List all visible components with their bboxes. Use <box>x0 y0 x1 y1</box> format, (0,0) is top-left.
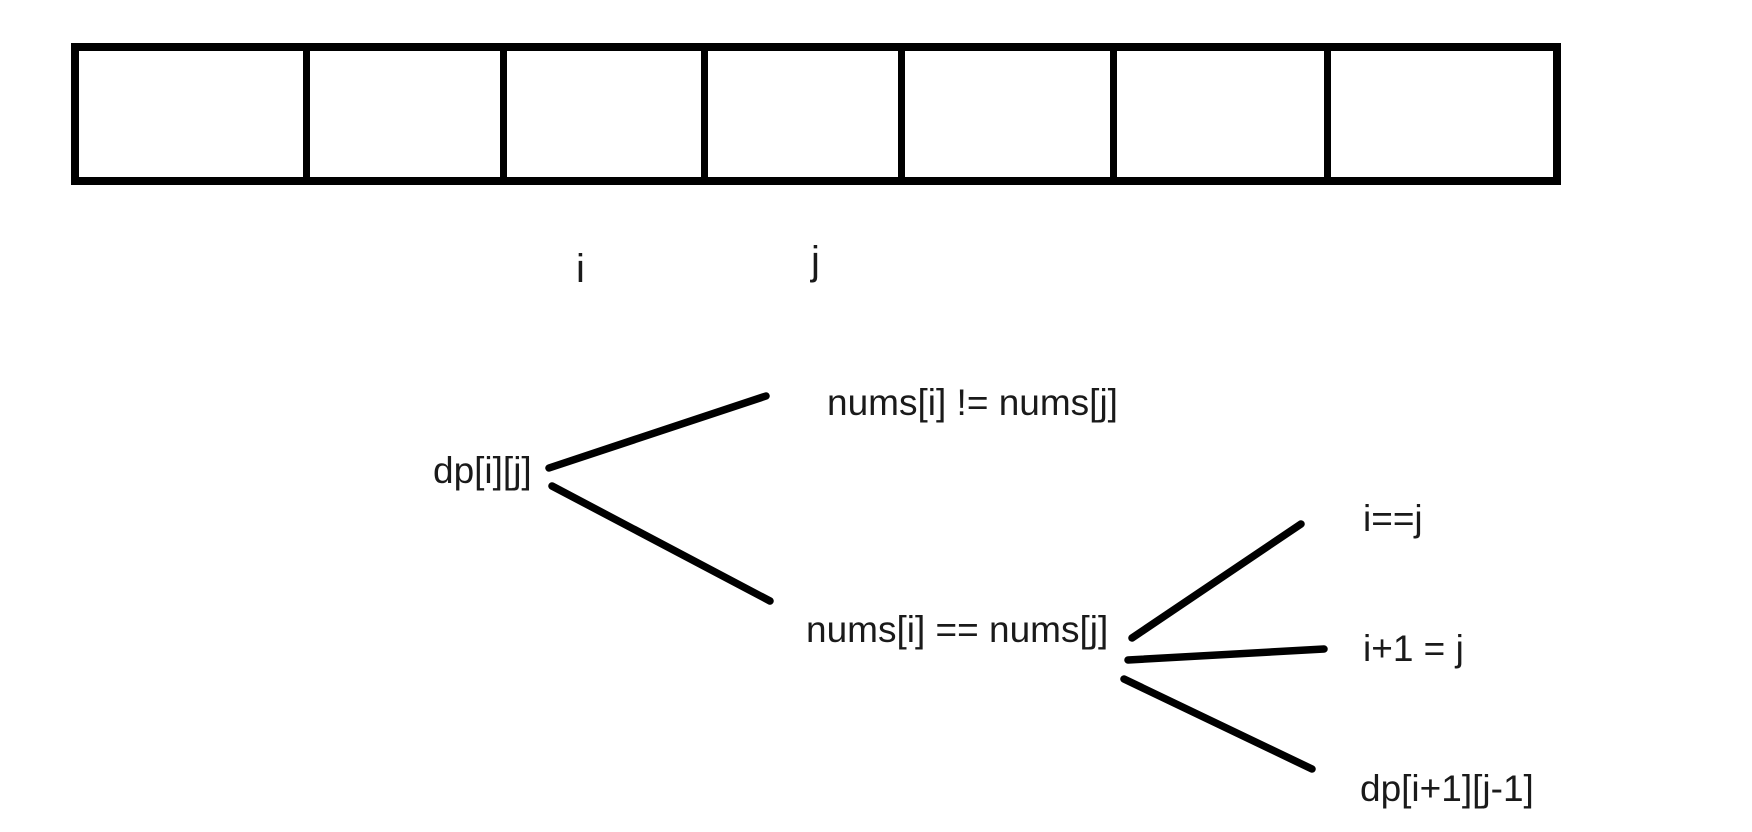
array-cell <box>310 51 508 177</box>
array-cell <box>1330 51 1553 177</box>
branch-line-root-to-neq <box>545 392 770 472</box>
index-label-i: i <box>576 247 585 291</box>
array-cell <box>707 51 906 177</box>
tree-leaf-dp-subproblem-label: dp[i+1][j-1] <box>1360 768 1534 809</box>
branch-line-eq-to-dp2 <box>1120 675 1316 773</box>
tree-root-label: dp[i][j] <box>433 450 532 491</box>
array-cell <box>79 51 311 177</box>
index-label-j: j <box>811 239 820 283</box>
branch-line-eq-to-ieqj <box>1128 520 1305 642</box>
tree-branch-eq-label: nums[i] == nums[j] <box>806 609 1109 650</box>
array-cell <box>1117 51 1331 177</box>
array-cell <box>905 51 1118 177</box>
tree-leaf-i-plus-1-label: i+1 = j <box>1363 628 1464 669</box>
branch-line-eq-to-iplus1 <box>1124 645 1328 664</box>
tree-branch-neq-label: nums[i] != nums[j] <box>827 382 1118 423</box>
array-row <box>71 43 1561 185</box>
tree-leaf-i-equals-j-label: i==j <box>1363 498 1423 539</box>
branch-line-root-to-eq <box>548 482 774 605</box>
array-cell <box>507 51 708 177</box>
